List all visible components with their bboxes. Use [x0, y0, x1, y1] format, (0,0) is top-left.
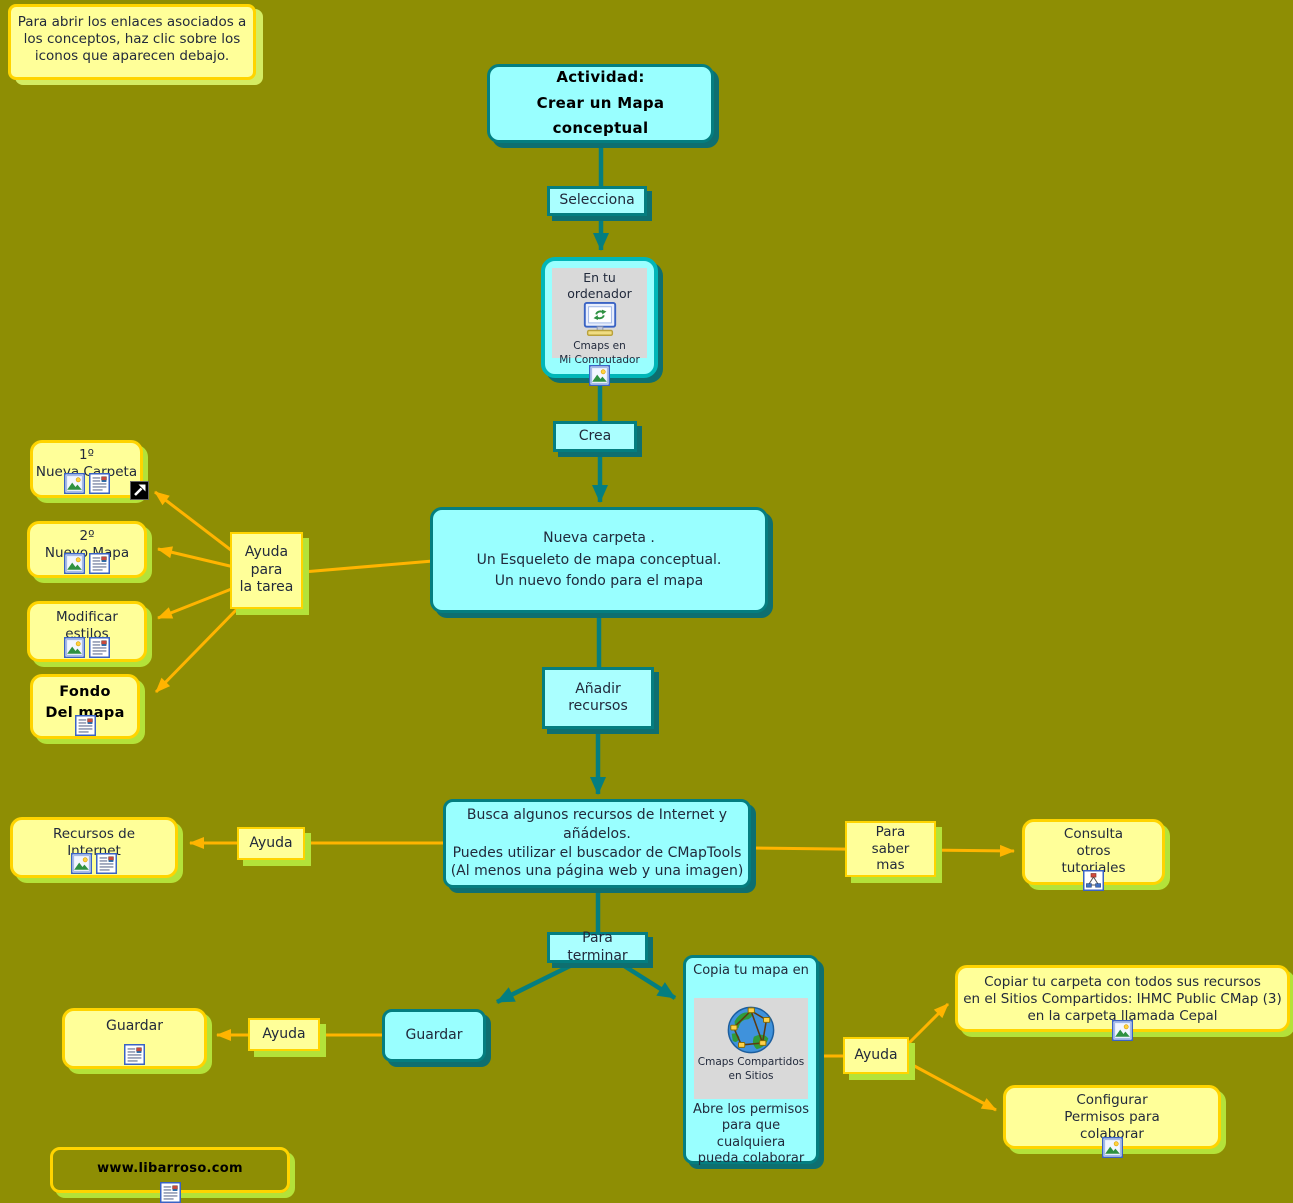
link-anadir-recursos-label: Añadir recursos [568, 680, 628, 715]
concept-paso2-nuevo-mapa[interactable]: 2º Nuevo Mapa [27, 521, 147, 578]
link-para-saber-mas[interactable]: Para saber mas [845, 821, 936, 877]
guardar-yellow-label: Guardar [105, 1018, 164, 1034]
concept-actividad[interactable]: Actividad: Crear un Mapa conceptual [487, 64, 714, 143]
ordenador-panel: En tu ordenador Cmaps en Mi Computador [552, 268, 647, 366]
image-icon[interactable] [64, 637, 85, 658]
document-icon[interactable] [124, 1044, 145, 1065]
copia-panel: Cmaps Compartidos en Sitios [694, 998, 808, 1099]
document-icon[interactable] [96, 853, 117, 874]
note-instructions: Para abrir los enlaces asociados a los c… [8, 4, 256, 80]
copia-body: Abre los permisos para que cualquiera pu… [693, 1102, 809, 1166]
concept-nueva-carpeta[interactable]: Nueva carpeta . Un Esqueleto de mapa con… [430, 507, 768, 613]
concept-website[interactable]: www.libarroso.com [50, 1147, 290, 1193]
link-ayuda-copia[interactable]: Ayuda [843, 1037, 909, 1074]
link-crea[interactable]: Crea [553, 421, 637, 452]
concept-actividad-label: Actividad: Crear un Mapa conceptual [536, 68, 665, 138]
link-para-terminar-label: Para terminar [567, 930, 628, 964]
concept-en-tu-ordenador[interactable]: En tu ordenador Cmaps en Mi Computador [541, 257, 658, 378]
concept-busca-recursos-text: Busca algunos recursos de Internet y añá… [450, 806, 744, 880]
image-icon[interactable] [64, 553, 85, 574]
concept-modificar-estilos[interactable]: Modificar estilos [27, 601, 147, 662]
document-icon[interactable] [160, 1182, 181, 1203]
computer-icon [578, 302, 622, 340]
image-icon[interactable] [589, 365, 610, 386]
copia-caption: Cmaps Compartidos en Sitios [697, 1056, 805, 1082]
ordenador-caption: Cmaps en Mi Computador [559, 340, 640, 366]
concept-nueva-carpeta-text: Nueva carpeta . Un Esqueleto de mapa con… [476, 529, 722, 590]
document-icon[interactable] [75, 715, 96, 736]
image-icon[interactable] [71, 853, 92, 874]
configurar-label: Configurar Permisos para colaborar [1064, 1092, 1160, 1142]
concept-copia-tu-mapa[interactable]: Copia tu mapa en Cmaps Compartidos en Si… [683, 955, 819, 1166]
document-icon[interactable] [89, 553, 110, 574]
para-saber-label: Para saber mas [871, 823, 910, 874]
note-instructions-text: Para abrir los enlaces asociados a los c… [17, 14, 247, 64]
concept-copiar-carpeta[interactable]: Copiar tu carpeta con todos sus recursos… [955, 965, 1290, 1032]
link-ayuda-guardar[interactable]: Ayuda [248, 1018, 320, 1051]
ayuda-copia-label: Ayuda [854, 1046, 898, 1063]
concept-guardar-cyan[interactable]: Guardar [382, 1009, 486, 1062]
ayuda-recursos-label: Ayuda [249, 834, 293, 851]
image-icon[interactable] [64, 473, 85, 494]
document-icon[interactable] [89, 473, 110, 494]
concept-configurar-permisos[interactable]: Configurar Permisos para colaborar [1003, 1085, 1221, 1149]
copia-title: Copia tu mapa en [693, 963, 809, 978]
link-ayuda-recursos[interactable]: Ayuda [237, 827, 305, 860]
concept-paso1-nueva-carpeta[interactable]: 1º Nueva Carpeta [30, 440, 143, 498]
consulta-label: Consulta otros tutoriales [1061, 826, 1126, 876]
ordenador-title: En tu ordenador [567, 270, 632, 301]
ayuda-tarea-label: Ayuda para la tarea [239, 544, 294, 596]
concept-recursos-internet[interactable]: Recursos de Internet [10, 817, 178, 878]
copiar-carpeta-label: Copiar tu carpeta con todos sus recursos… [963, 974, 1282, 1024]
ayuda-guardar-label: Ayuda [262, 1025, 306, 1042]
concept-fondo-del-mapa[interactable]: Fondo Del mapa [30, 674, 140, 739]
image-icon[interactable] [1102, 1137, 1123, 1158]
link-para-terminar[interactable]: Para terminar [547, 930, 648, 964]
concept-consulta-tutoriales[interactable]: Consulta otros tutoriales [1022, 819, 1165, 885]
image-icon[interactable] [1112, 1020, 1133, 1041]
website-label: www.libarroso.com [97, 1161, 243, 1176]
document-icon[interactable] [89, 637, 110, 658]
concept-guardar-cyan-label: Guardar [405, 1026, 463, 1043]
link-ayuda-para-la-tarea[interactable]: Ayuda para la tarea [230, 532, 303, 609]
link-selecciona-label: Selecciona [559, 192, 635, 209]
link-selecciona[interactable]: Selecciona [547, 186, 647, 216]
cmap-icon[interactable] [1083, 870, 1104, 891]
external-link-icon[interactable] [130, 481, 149, 500]
link-anadir-recursos[interactable]: Añadir recursos [542, 667, 654, 729]
link-crea-label: Crea [578, 427, 612, 444]
globe-network-icon [725, 1004, 777, 1056]
concept-busca-recursos[interactable]: Busca algunos recursos de Internet y añá… [443, 799, 751, 888]
concept-guardar-yellow[interactable]: Guardar [62, 1008, 207, 1069]
